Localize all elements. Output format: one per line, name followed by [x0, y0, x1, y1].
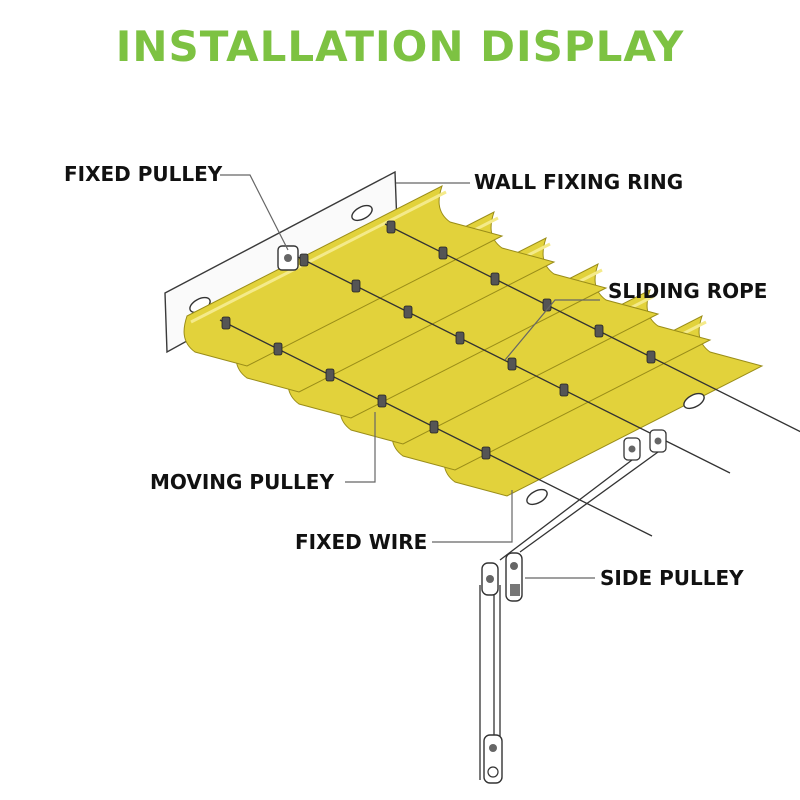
- moving-pulley-icon: [559, 383, 569, 397]
- label-fixed-wire: FIXED WIRE: [295, 530, 427, 554]
- moving-pulley-icon: [273, 342, 283, 356]
- label-moving-pulley: MOVING PULLEY: [150, 470, 334, 494]
- end-ring-icon: [526, 488, 548, 506]
- side-pulley-icon: [481, 552, 523, 602]
- moving-pulley-icon: [377, 394, 387, 408]
- moving-pulley-icon: [386, 220, 396, 234]
- moving-pulley-icon: [325, 368, 335, 382]
- label-side-pulley: SIDE PULLEY: [600, 566, 744, 590]
- label-wall-fixing-ring: WALL FIXING RING: [474, 170, 683, 194]
- moving-pulley-icon: [490, 272, 500, 286]
- fabric-slat: [391, 289, 712, 471]
- moving-pulley-icon: [481, 446, 491, 460]
- fabric-slat: [287, 237, 608, 419]
- moving-pulley-icon: [507, 357, 517, 371]
- moving-pulley-icon: [429, 420, 439, 434]
- fixed-pulley-icon: [277, 245, 299, 271]
- moving-pulley-icon: [594, 324, 604, 338]
- wall-ring-icon: [351, 204, 373, 222]
- moving-pulley-icon: [351, 279, 361, 293]
- fabric-slats: [183, 185, 764, 497]
- fabric-slat: [443, 315, 764, 497]
- label-sliding-rope: SLIDING ROPE: [608, 279, 767, 303]
- bottom-bracket-icon: [483, 734, 503, 784]
- ropes: [219, 220, 800, 537]
- fabric-slat: [183, 185, 504, 367]
- label-fixed-pulley: FIXED PULLEY: [64, 162, 223, 186]
- moving-pulley-icon: [221, 316, 231, 330]
- end-ring-icon: [683, 392, 705, 410]
- moving-pulley-icon: [646, 350, 656, 364]
- leader-lines: [220, 174, 600, 579]
- fabric-slat: [339, 263, 660, 445]
- moving-pulley-icon: [455, 331, 465, 345]
- page-title: INSTALLATION DISPLAY: [115, 22, 685, 71]
- moving-pulley-icon: [438, 246, 448, 260]
- moving-pulley-icon: [403, 305, 413, 319]
- slat-highlight: [190, 190, 447, 324]
- side-frame: [479, 451, 659, 780]
- moving-pulley-icon: [299, 253, 309, 267]
- right-pulley-icon: [623, 429, 667, 461]
- fabric-slat: [235, 211, 556, 393]
